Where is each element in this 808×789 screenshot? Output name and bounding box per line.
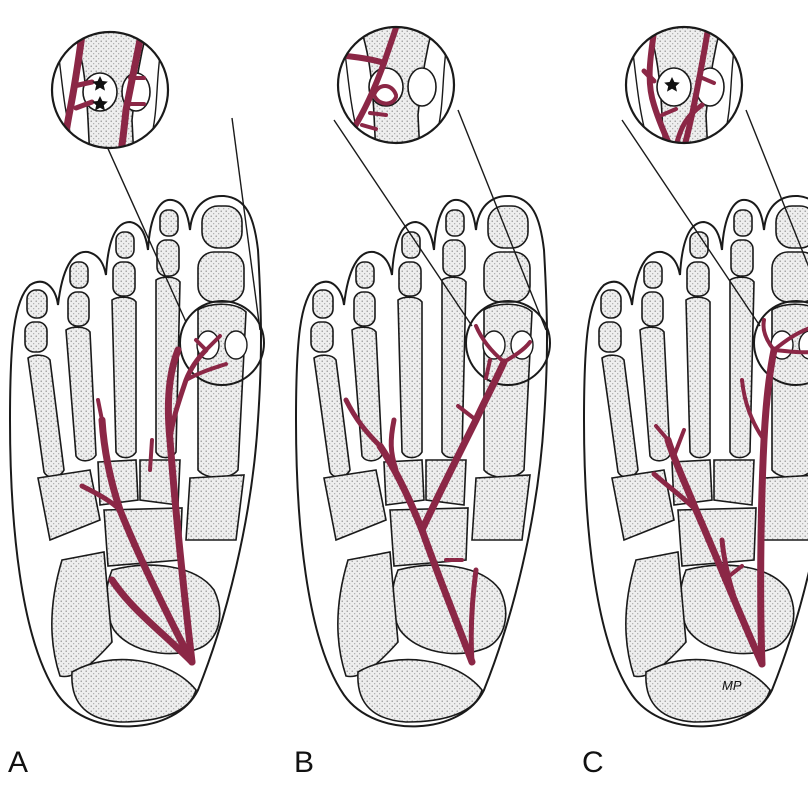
panel-b-inset bbox=[338, 15, 454, 155]
panel-c-foot-skeleton bbox=[584, 196, 808, 726]
panel-c: MP bbox=[584, 15, 808, 726]
panel-b-label: B bbox=[294, 748, 314, 778]
panel-a-foot-skeleton bbox=[10, 196, 264, 726]
panel-b-foot-skeleton bbox=[296, 196, 550, 726]
panel-a-inset bbox=[52, 20, 168, 160]
panel-b bbox=[296, 15, 550, 726]
panel-a-label: A bbox=[8, 748, 28, 778]
panel-a bbox=[10, 20, 264, 726]
panel-c-inset bbox=[626, 15, 742, 155]
panel-c-label: C bbox=[582, 748, 604, 778]
panel-c-mp-label: MP bbox=[722, 678, 742, 693]
